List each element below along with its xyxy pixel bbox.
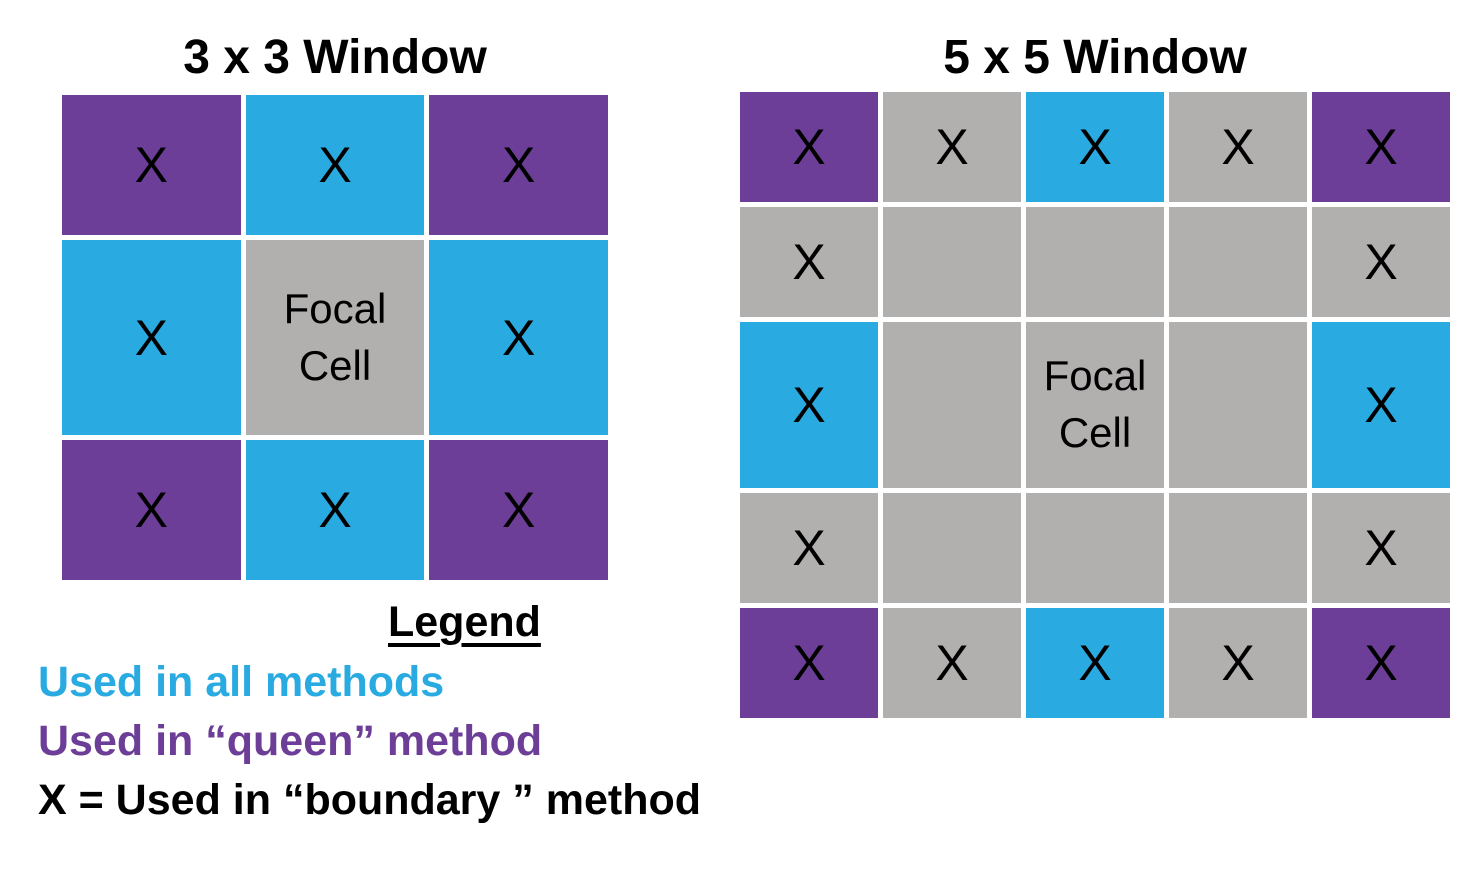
neighbor-cell-queen: X xyxy=(429,95,608,235)
focal-cell: Focal Cell xyxy=(1026,322,1164,488)
neighbor-cell-queen: X xyxy=(1312,607,1450,718)
neighbor-cell-queen: X xyxy=(740,607,878,718)
empty-cell-gray xyxy=(883,492,1021,603)
window-5x5-title: 5 x 5 Window xyxy=(943,31,1247,84)
neighbor-cell-gray: X xyxy=(1169,607,1307,718)
neighbor-cell-gray: X xyxy=(883,607,1021,718)
neighbor-cell-gray: X xyxy=(1312,207,1450,318)
neighbor-cell-all: X xyxy=(245,440,425,580)
legend-item-2: X = Used in “boundary ” method xyxy=(38,776,701,824)
legend-title: Legend xyxy=(388,598,541,646)
neighbor-cell-all: X xyxy=(740,322,878,488)
neighbor-cell-queen: X xyxy=(429,440,608,580)
empty-cell-gray xyxy=(1169,492,1307,603)
empty-cell-gray xyxy=(1026,492,1164,603)
empty-cell-gray xyxy=(1169,322,1307,488)
neighbor-cell-queen: X xyxy=(1312,92,1450,203)
focal-cell: Focal Cell xyxy=(245,239,425,436)
legend-item-0: Used in all methods xyxy=(38,658,445,706)
empty-cell-gray xyxy=(883,207,1021,318)
neighbor-cell-queen: X xyxy=(740,92,878,203)
neighbor-cell-all: X xyxy=(1026,607,1164,718)
neighbor-cell-queen: X xyxy=(62,95,241,235)
neighbor-cell-gray: X xyxy=(740,492,878,603)
legend-item-1: Used in “queen” method xyxy=(38,717,543,765)
neighbor-cell-gray: X xyxy=(740,207,878,318)
neighbor-cell-gray: X xyxy=(1312,492,1450,603)
empty-cell-gray xyxy=(1169,207,1307,318)
window-3x3-title: 3 x 3 Window xyxy=(183,31,487,84)
neighbor-cell-gray: X xyxy=(1169,92,1307,203)
empty-cell-gray xyxy=(883,322,1021,488)
neighbor-cell-all: X xyxy=(245,95,425,235)
neighbor-cell-all: X xyxy=(62,239,241,436)
empty-cell-gray xyxy=(1026,207,1164,318)
neighbor-cell-gray: X xyxy=(883,92,1021,203)
neighbor-cell-all: X xyxy=(1312,322,1450,488)
neighbor-cell-queen: X xyxy=(62,440,241,580)
neighbor-cell-all: X xyxy=(429,239,608,436)
neighbor-cell-all: X xyxy=(1026,92,1164,203)
